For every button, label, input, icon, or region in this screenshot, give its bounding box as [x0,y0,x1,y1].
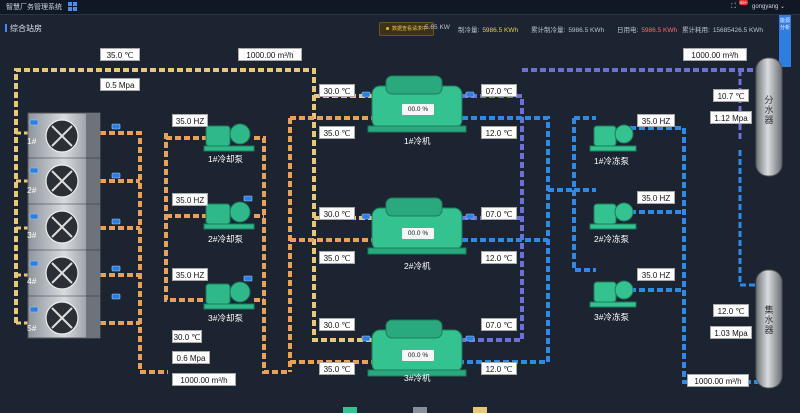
chilled-pump-2-freq: 35.0 HZ [637,191,675,204]
page-title: 综合站房 [5,24,42,33]
legend-stopped-swatch [413,407,427,413]
chilled-pump-2-name[interactable]: 2#冷冻泵 [594,234,629,244]
app-grid-icon[interactable] [68,2,77,11]
stat-total-cold: 累计制冷量:5986.5 KWh [531,24,604,34]
chiller-3-name[interactable]: 3#冷机 [404,373,431,383]
alarm-text: 数据查看请求中 [391,26,427,32]
legend-fault-swatch [473,407,487,413]
stat-total-power-label: 累计耗用: [682,27,710,34]
tower-supply-pressure: 0.5 Mpa [100,78,140,91]
stat-cold-value: 5986.5 KWh [482,27,519,34]
chiller-1-cw-in: 30.0 ℃ [319,84,355,97]
return-header-temp: 12.0 ℃ [713,304,749,317]
tower-supply-flow: 1000.00 m³/h [238,48,302,61]
alarm-dot-icon [385,27,389,31]
alarm-button[interactable]: 数据查看请求中 [379,22,434,36]
chiller-3-cw-out: 35.0 ℃ [319,362,355,375]
header-tanks [755,57,783,389]
chiller-1-name[interactable]: 1#冷机 [404,136,431,146]
chiller-3-cw-in: 30.0 ℃ [319,318,355,331]
chilled-pump-3-freq: 35.0 HZ [637,268,675,281]
return-header-name[interactable]: 集水器 [764,305,774,335]
tower-2-label: 2# [27,185,37,195]
user-name: gongyang [752,4,779,10]
supply-header-temp: 10.7 ℃ [713,89,749,102]
cooling-pump-1-freq: 35.0 HZ [172,114,208,127]
stat-cold: 制冷量:5986.5 KWh [458,24,518,34]
chilled-pump-1-name[interactable]: 1#冷冻泵 [594,156,629,166]
condenser-return-pipes [100,116,372,374]
app-title: 智慧厂务管理系统 [6,4,62,11]
cooling-pump-2-name[interactable]: 2#冷却泵 [208,234,243,244]
chiller-shapes [367,75,467,377]
stat-total-cold-value: 5986.5 KWh [568,27,605,34]
cooling-pump-3-freq: 35.0 HZ [172,268,208,281]
chiller-3-chw-out: 07.0 ℃ [481,318,517,331]
sensor-icons [29,91,475,342]
cooling-pump-1-name[interactable]: 1#冷却泵 [208,154,243,164]
cooling-pump-shapes [203,123,255,310]
chiller-1-load: 00.0 % [402,104,434,115]
cooling-pump-2-freq: 35.0 HZ [172,193,208,206]
supply-header-pressure: 1.12 Mpa [710,111,752,124]
chiller-3-load: 00.0 % [402,350,434,361]
top-bar: 智慧厂务管理系统 ⛶ 99+ gongyang ⌄ [0,0,800,15]
tower-3-label: 3# [27,230,37,240]
user-menu[interactable]: gongyang ⌄ [752,4,786,10]
cooling-pump-3-name[interactable]: 3#冷却泵 [208,313,243,323]
chiller-2-cw-out: 35.0 ℃ [319,251,355,264]
stat-power: 5.65 KW [425,24,450,31]
chilled-pump-shapes [589,124,637,308]
tower-5-label: 5# [27,323,37,333]
tower-return-flow: 1000.00 m³/h [172,373,236,386]
stat-daily-label: 日用电: [617,27,639,34]
tower-4-label: 4# [27,276,37,286]
stat-total-power: 累计耗用:15685426.5 KWh [682,24,763,34]
tower-1-label: 1# [27,136,37,146]
chilled-pump-1-freq: 35.0 HZ [637,114,675,127]
stat-total-cold-label: 累计制冷量: [531,27,566,34]
cooling-towers [27,112,101,339]
side-energy-tab[interactable]: 能源分析 [779,15,791,67]
supply-header-name[interactable]: 分水器 [764,95,774,125]
chiller-2-chw-out: 07.0 ℃ [481,207,517,220]
notification-badge: 99+ [739,0,748,5]
chiller-2-cw-in: 30.0 ℃ [319,207,355,220]
tower-supply-temp: 35.0 ℃ [100,48,140,61]
supply-header-flow: 1000.00 m³/h [683,48,747,61]
chiller-2-chw-in: 12.0 ℃ [481,251,517,264]
chiller-2-name[interactable]: 2#冷机 [404,261,431,271]
stat-total-power-value: 15685426.5 KWh [712,27,764,34]
return-header-flow: 1000.00 m³/h [687,374,749,387]
stat-power-value: 5.65 KW [425,24,450,31]
legend-running-swatch [343,407,357,413]
return-header-pressure: 1.03 Mpa [710,326,752,339]
chiller-1-chw-out: 07.0 ℃ [481,84,517,97]
chiller-3-chw-in: 12.0 ℃ [481,362,517,375]
tower-return-pressure: 0.6 Mpa [172,351,210,364]
chiller-1-cw-out: 35.0 ℃ [319,126,355,139]
tower-return-temp: 30.0 ℃ [172,330,202,343]
expand-icon[interactable]: ⛶ [731,3,736,10]
chiller-1-chw-in: 12.0 ℃ [481,126,517,139]
stat-cold-label: 制冷量: [458,27,480,34]
stat-daily-value: 5986.5 KWh [641,27,678,34]
chilled-pump-3-name[interactable]: 3#冷冻泵 [594,312,629,322]
chiller-2-load: 00.0 % [402,228,434,239]
stat-daily: 日用电:5986.5 KWh [617,24,677,34]
